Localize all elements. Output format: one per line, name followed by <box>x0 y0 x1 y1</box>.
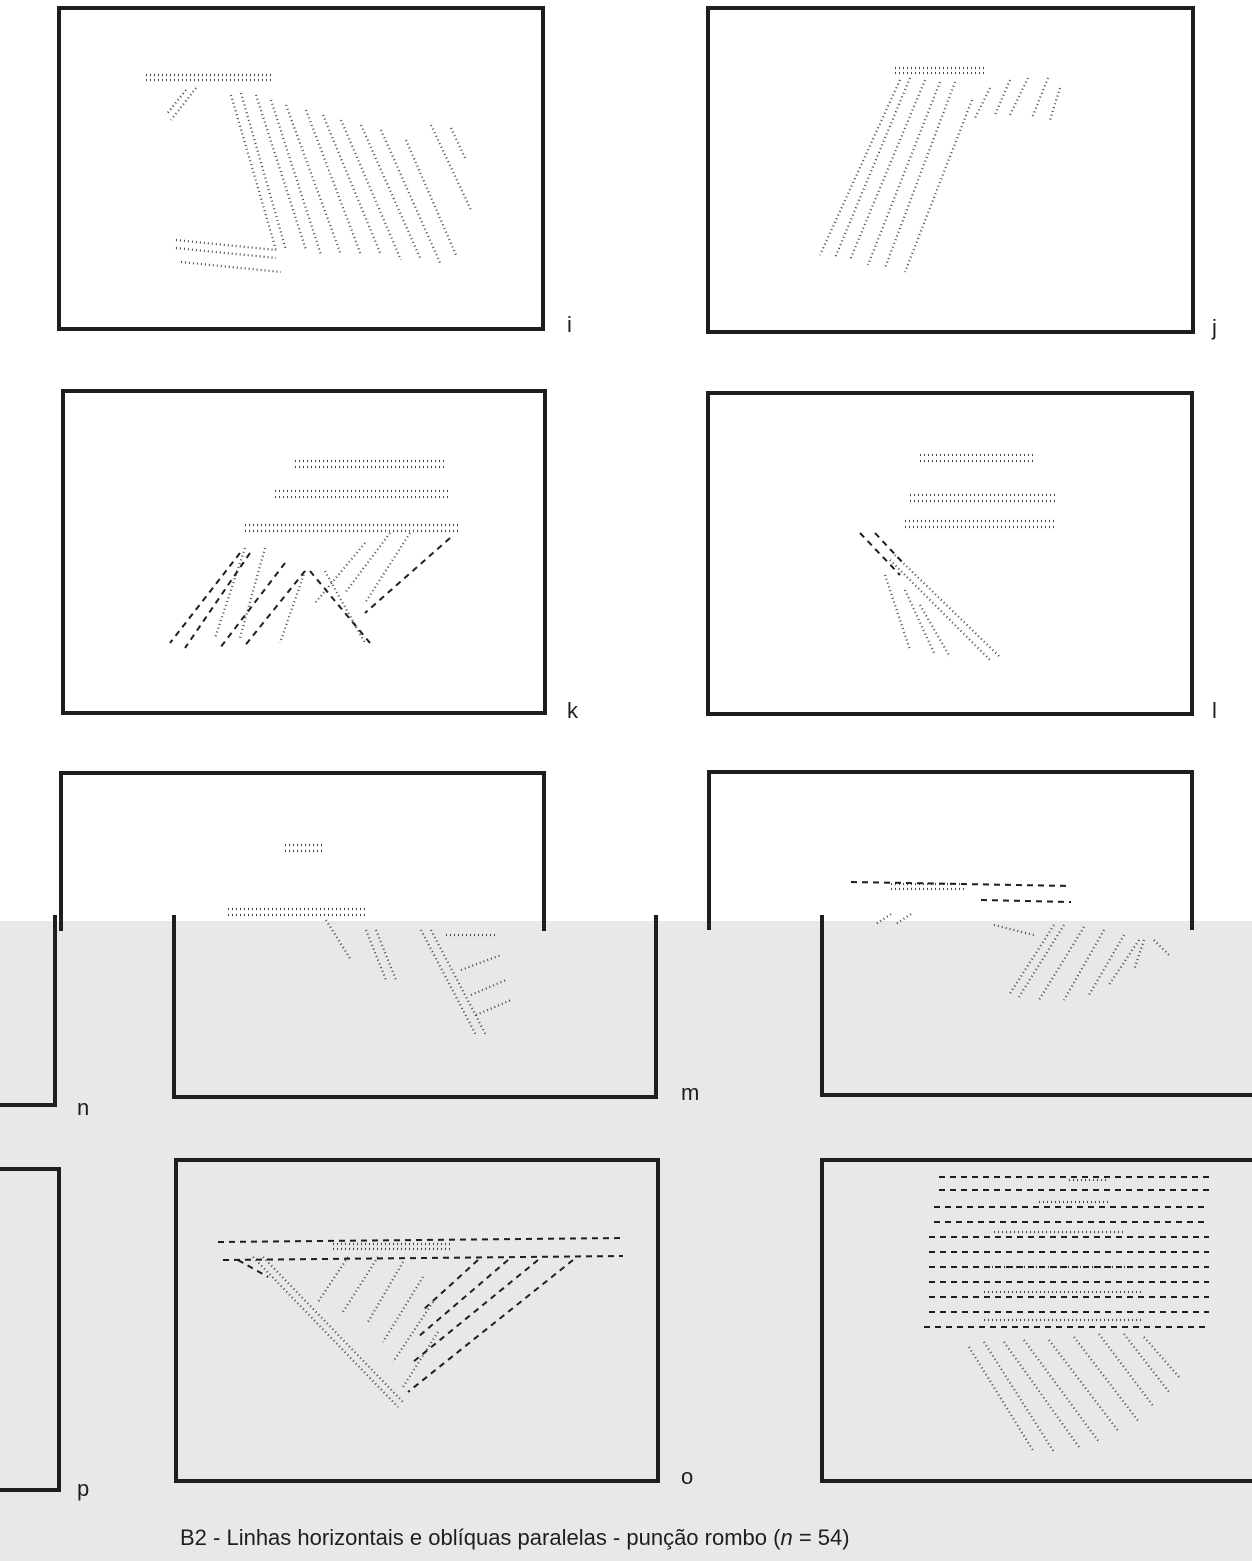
panel-i-drawing <box>61 10 541 327</box>
label-i: i <box>567 314 572 336</box>
panel-right-of-m <box>820 915 1252 1097</box>
panel-m <box>172 915 658 1099</box>
panel-upper-right-cut-drawing <box>711 774 1190 924</box>
panel-l-drawing <box>710 395 1190 712</box>
panel-upper-left-cut-drawing <box>63 775 542 925</box>
caption-prefix: B2 - Linhas horizontais e oblíquas paral… <box>180 1525 780 1550</box>
panel-o-drawing <box>178 1162 656 1479</box>
panel-n-edge <box>0 915 57 1107</box>
caption-suffix: = 54) <box>793 1525 850 1550</box>
panel-j-drawing <box>710 10 1191 330</box>
panel-right-of-m-drawing <box>824 915 1252 1093</box>
panel-k-drawing <box>65 393 543 711</box>
panel-right-of-o <box>820 1158 1252 1483</box>
caption-n: n <box>780 1525 792 1550</box>
figure-caption: B2 - Linhas horizontais e oblíquas paral… <box>180 1525 850 1551</box>
label-p: p <box>77 1478 89 1500</box>
panel-upper-right-cut <box>707 770 1194 930</box>
panel-p-edge <box>0 1167 61 1492</box>
label-l: l <box>1212 700 1217 722</box>
panel-m-drawing <box>176 915 654 1095</box>
panel-i <box>57 6 545 331</box>
panel-k <box>61 389 547 715</box>
label-o: o <box>681 1466 693 1488</box>
label-n: n <box>77 1097 89 1119</box>
label-j: j <box>1212 317 1217 339</box>
panel-right-of-o-drawing <box>824 1162 1252 1479</box>
label-k: k <box>567 700 578 722</box>
panel-o <box>174 1158 660 1483</box>
panel-j <box>706 6 1195 334</box>
panel-l <box>706 391 1194 716</box>
panel-upper-left-cut <box>59 771 546 931</box>
label-m: m <box>681 1082 699 1104</box>
